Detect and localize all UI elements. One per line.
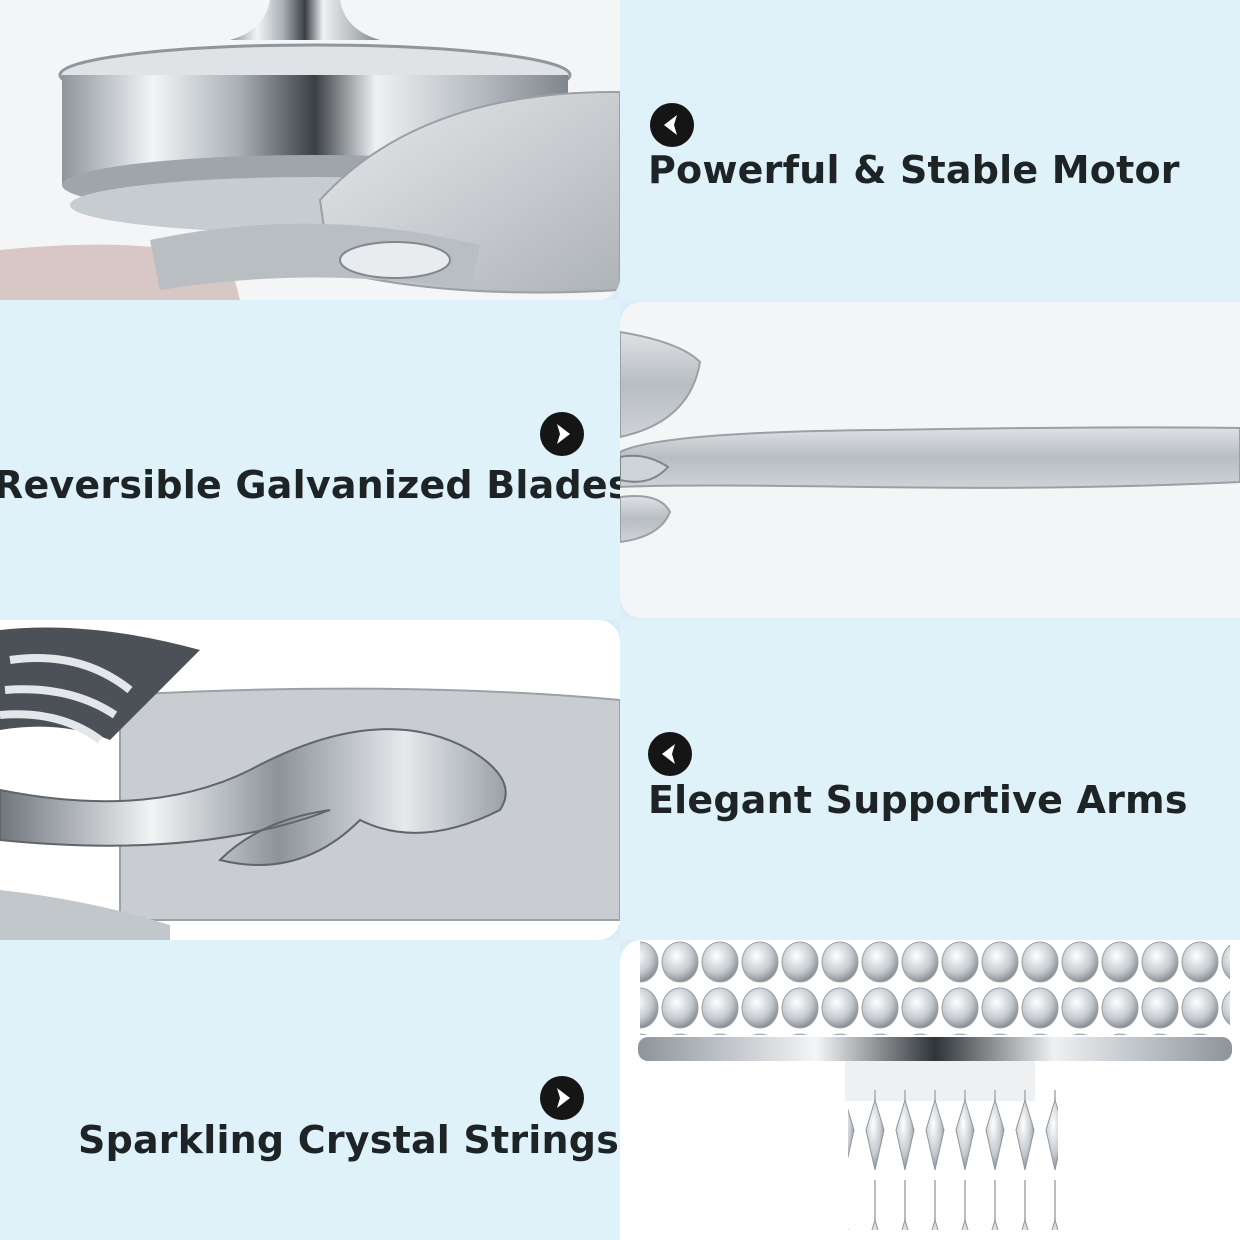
- feature-title-blades: Reversible Galvanized Blades: [0, 463, 620, 507]
- chevron-right-circle-icon: [540, 412, 584, 456]
- feature-title-crystal: Sparkling Crystal Strings: [78, 1118, 620, 1162]
- motor-photo: [0, 0, 620, 300]
- chevron-right-circle-icon: [540, 1076, 584, 1120]
- arms-photo: [0, 620, 620, 940]
- chevron-left-circle-icon: [648, 732, 692, 776]
- feature-title-motor: Powerful & Stable Motor: [648, 148, 1180, 192]
- motor-text-panel: Powerful & Stable Motor: [620, 0, 1240, 300]
- crystal-photo: [620, 940, 1240, 1240]
- crystal-text-panel: Sparkling Crystal Strings: [0, 940, 620, 1240]
- feature-title-arms: Elegant Supportive Arms: [648, 778, 1188, 822]
- blades-photo: [620, 302, 1240, 618]
- arms-text-panel: Elegant Supportive Arms: [620, 620, 1240, 940]
- chevron-left-circle-icon: [650, 103, 694, 147]
- blades-text-panel: Reversible Galvanized Blades: [0, 300, 620, 620]
